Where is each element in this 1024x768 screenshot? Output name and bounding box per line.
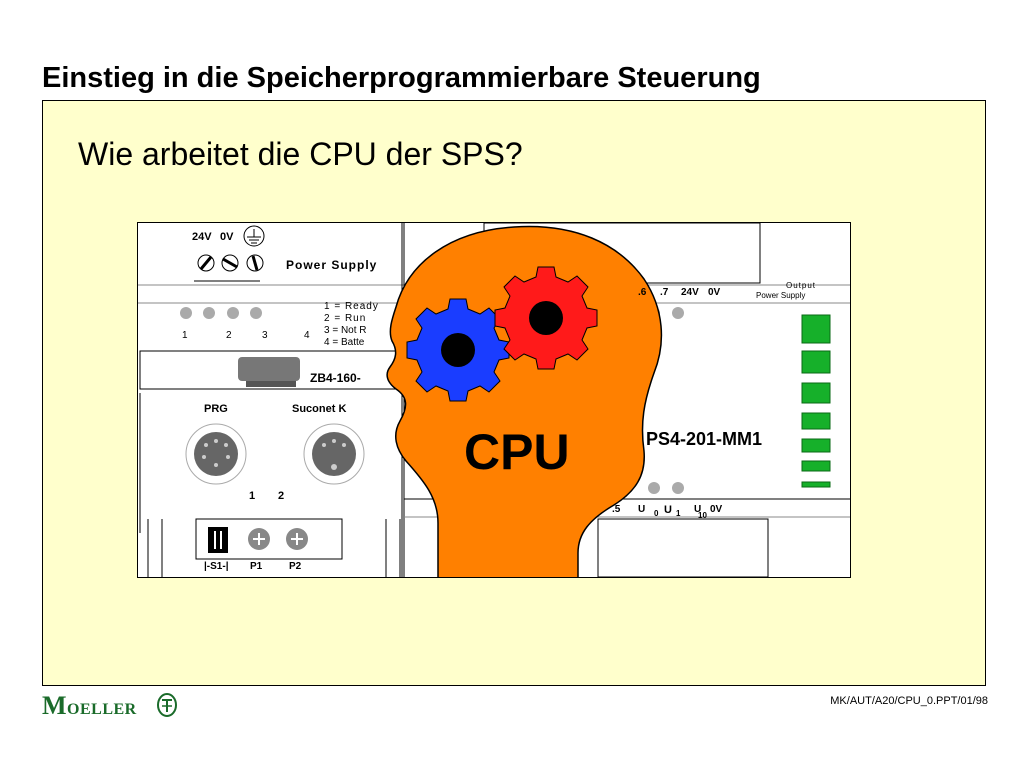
- terminal-label-6: .6: [638, 287, 647, 298]
- status-line-run: 2 = Run: [324, 313, 367, 324]
- moeller-emblem-icon: [157, 693, 177, 717]
- logo-letter: M: [42, 691, 68, 720]
- status-line-not-ready: 3 = Not R: [324, 325, 367, 336]
- terminal-label-0v: 0V: [708, 287, 721, 298]
- terminal-label-24v: 24V: [681, 287, 699, 298]
- battery-icon: [238, 357, 300, 381]
- plc-diagram: 24V 0V Power Supply 1 2 3 4 1 = Ready 2 …: [137, 222, 851, 578]
- led-number-4: 4: [304, 330, 310, 341]
- port-number-2: 2: [278, 490, 285, 502]
- output-leds: [801, 314, 831, 488]
- power-screw-terminals: [197, 254, 264, 272]
- bottom-terminal-sub-1: 1: [676, 509, 681, 518]
- label-0v: 0V: [220, 231, 234, 243]
- logo-word: OELLER: [67, 701, 137, 718]
- status-leds: [180, 307, 262, 319]
- led-number-3: 3: [262, 330, 268, 341]
- suconet-port-icon: [303, 423, 365, 485]
- moeller-logo: MOELLER: [42, 691, 137, 721]
- slide-title: Einstieg in die Speicherprogrammierbare …: [42, 62, 761, 94]
- power-supply-label: Power Supply: [286, 258, 378, 272]
- bottom-terminal-u1: U: [664, 504, 672, 516]
- output-label: Output: [786, 281, 817, 290]
- prg-label: PRG: [204, 403, 228, 415]
- bottom-terminal-5: .5: [612, 504, 621, 515]
- port-number-1: 1: [249, 490, 256, 502]
- status-line-battery: 4 = Batte: [324, 337, 365, 348]
- model-label: PS4-201-MM1: [646, 429, 763, 449]
- slide-subtitle: Wie arbeitet die CPU der SPS?: [78, 136, 523, 172]
- suconet-label: Suconet K: [292, 403, 347, 415]
- switch-label-s1: |-S1-|: [204, 561, 229, 572]
- bottom-terminal-0v: 0V: [710, 504, 723, 515]
- blue-gear-icon: [406, 298, 510, 402]
- head-silhouette: [386, 225, 663, 577]
- bottom-terminal-u: U: [638, 504, 646, 515]
- plc-illustration: [138, 223, 850, 577]
- red-gear-icon: [494, 266, 598, 370]
- s1-switch: [208, 527, 228, 553]
- led-number-1: 1: [182, 330, 188, 341]
- led-number-2: 2: [226, 330, 232, 341]
- ground-icon: [243, 225, 265, 247]
- prg-port-icon: [185, 423, 247, 485]
- cpu-label: CPU: [464, 424, 570, 480]
- output-power-label: Power Supply: [756, 291, 806, 300]
- bottom-terminal-u10: U: [694, 504, 702, 515]
- bottom-terminal-sub-0: 0: [654, 509, 659, 518]
- switch-label-p1: P1: [250, 561, 263, 572]
- status-line-ready: 1 = Ready: [324, 301, 379, 312]
- switch-label-p2: P2: [289, 561, 302, 572]
- module-label: ZB4-160-: [310, 371, 361, 385]
- label-24v: 24V: [192, 231, 212, 243]
- bottom-terminal-sub-10: 10: [698, 511, 707, 520]
- footer-reference: MK/AUT/A20/CPU_0.PPT/01/98: [830, 695, 988, 707]
- terminal-label-7: .7: [660, 287, 669, 298]
